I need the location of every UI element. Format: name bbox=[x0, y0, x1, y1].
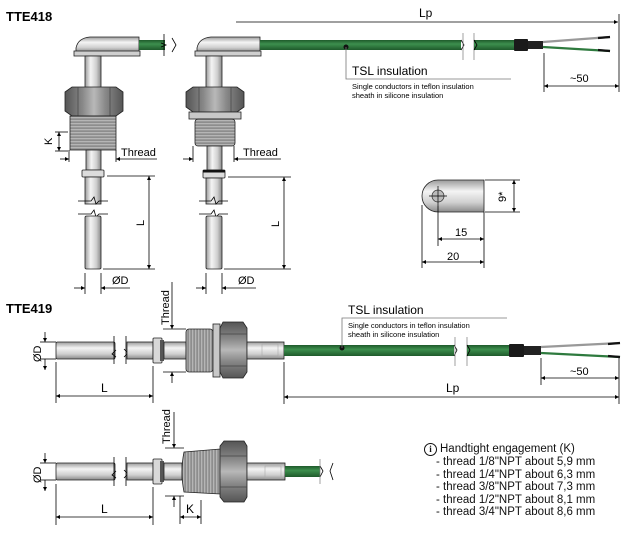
dimension-d-tte419-a: ØD bbox=[32, 332, 56, 370]
label-tip-20: 20 bbox=[447, 251, 459, 263]
label-tsl: TSL insulation bbox=[348, 303, 424, 317]
dimension-thread-tte419-a: Thread bbox=[160, 282, 186, 383]
label-diameter: ØD bbox=[238, 275, 255, 287]
probe-tte418-b bbox=[185, 33, 611, 270]
dimension-lp-tte418: Lp bbox=[236, 6, 620, 92]
dimension-d-tte418-b: ØD bbox=[196, 273, 256, 294]
dimension-l-tte419-a: L bbox=[55, 362, 154, 403]
label-conductor-desc-2: sheath in silicone insulation bbox=[352, 91, 443, 100]
dimension-l-tte418-a: L bbox=[103, 175, 155, 270]
note-list: - thread 1/8"NPT about 5,9 mm - thread 1… bbox=[424, 456, 595, 519]
label-k: K bbox=[186, 502, 194, 516]
elbow-head bbox=[75, 36, 140, 53]
break-symbol bbox=[171, 37, 177, 53]
heat-shrink bbox=[514, 39, 528, 51]
thread-section bbox=[69, 115, 117, 151]
info-icon: i bbox=[424, 443, 437, 456]
label-lp: Lp bbox=[446, 381, 460, 395]
label-k: K bbox=[43, 137, 55, 145]
hex-nut bbox=[64, 86, 124, 117]
label-l: L bbox=[135, 220, 147, 226]
label-cable-end: ~50 bbox=[570, 73, 589, 85]
label-l: L bbox=[270, 221, 282, 227]
label-thread: Thread bbox=[160, 290, 172, 325]
label-lp: Lp bbox=[419, 6, 433, 20]
dimension-cable-end-tte418: ~50 bbox=[543, 53, 619, 92]
dimension-k-tte419: K bbox=[179, 496, 202, 524]
note-item: - thread 1/8"NPT about 5,9 mm bbox=[436, 456, 596, 468]
engagement-note: i Handtight engagement (K) - thread 1/8"… bbox=[424, 443, 595, 519]
note-item: - thread 3/4"NPT about 8,6 mm bbox=[436, 506, 596, 519]
label-conductor-desc-2: sheath in silicone insulation bbox=[348, 330, 439, 339]
label-diameter: ØD bbox=[32, 466, 44, 483]
dimension-thread-tte419-b: Thread bbox=[161, 409, 184, 507]
note-heading: Handtight engagement (K) bbox=[440, 443, 575, 456]
note-item: - thread 1/4"NPT about 6,3 mm bbox=[436, 468, 596, 481]
dimension-d-tte418-a: ØD bbox=[74, 273, 130, 294]
probe-tte418-a bbox=[64, 34, 177, 270]
callout-tsl-insulation-tte418: TSL insulation Single conductors in tefl… bbox=[343, 44, 511, 100]
tip-detail: 9* 15 20 bbox=[421, 179, 520, 268]
label-cable-end: ~50 bbox=[570, 366, 589, 378]
label-l: L bbox=[101, 381, 108, 395]
label-diameter: ØD bbox=[32, 345, 44, 362]
label-tip-width: 9* bbox=[497, 191, 509, 202]
label-diameter: ØD bbox=[112, 275, 129, 287]
dimension-l-tte418-b: L bbox=[224, 176, 291, 270]
note-item: - thread 1/2"NPT about 8,1 mm bbox=[436, 493, 596, 506]
label-l: L bbox=[101, 502, 108, 516]
dimension-lp-tte419: Lp bbox=[283, 358, 620, 404]
dimension-k-tte418: K bbox=[43, 131, 68, 152]
label-conductor-desc-1: Single conductors in teflon insulation bbox=[348, 321, 470, 330]
probe-tte419-b bbox=[55, 440, 334, 503]
label-conductor-desc-1: Single conductors in teflon insulation bbox=[352, 82, 474, 91]
section-title-tte418: TTE418 bbox=[6, 9, 52, 24]
dimension-thread-tte418-b: Thread bbox=[183, 146, 281, 162]
section-title-tte419: TTE419 bbox=[6, 301, 52, 316]
label-tsl: TSL insulation bbox=[352, 64, 428, 78]
label-tip-15: 15 bbox=[455, 227, 467, 239]
cable-segment bbox=[139, 40, 165, 50]
cable bbox=[260, 40, 461, 50]
label-thread: Thread bbox=[121, 147, 156, 159]
dimension-l-tte419-b: L bbox=[55, 484, 154, 525]
note-item: - thread 3/8"NPT about 7,3 mm bbox=[436, 481, 596, 494]
label-thread: Thread bbox=[161, 409, 173, 444]
dimension-d-tte419-b: ØD bbox=[32, 453, 56, 491]
label-thread: Thread bbox=[243, 147, 278, 159]
probe-tte419-a bbox=[55, 321, 621, 379]
callout-tsl-insulation-tte419: TSL insulation Single conductors in tefl… bbox=[339, 303, 507, 351]
dimension-thread-tte418-a: Thread bbox=[60, 147, 157, 162]
dimension-cable-end-tte419: ~50 bbox=[540, 358, 619, 385]
